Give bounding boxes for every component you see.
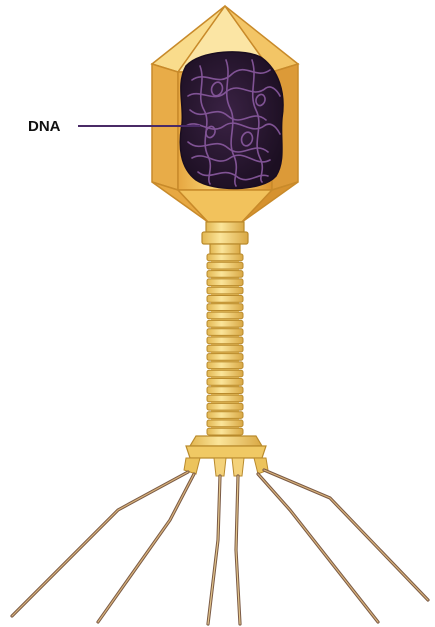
tail-ring bbox=[207, 387, 243, 394]
tail-ring bbox=[207, 345, 243, 352]
tail-pin bbox=[214, 458, 226, 476]
capsid-head bbox=[152, 6, 298, 222]
tail-ring bbox=[207, 412, 243, 419]
tail-ring bbox=[207, 420, 243, 427]
tail-ring bbox=[207, 262, 243, 269]
tail-ring bbox=[207, 362, 243, 369]
tail-collar bbox=[202, 222, 248, 254]
tail-ring bbox=[207, 370, 243, 377]
tail-ring bbox=[207, 304, 243, 311]
tail-fiber-right-inner bbox=[258, 474, 378, 622]
tail-ring bbox=[207, 337, 243, 344]
tail-fiber-center-right bbox=[236, 476, 240, 624]
tail-ring bbox=[207, 320, 243, 327]
tail-ring bbox=[207, 254, 243, 261]
tail-fiber-center-left bbox=[208, 476, 220, 624]
dna-label-text: DNA bbox=[28, 118, 61, 135]
tail-fibers bbox=[12, 470, 428, 624]
tail-ring bbox=[207, 296, 243, 303]
tail-ring bbox=[207, 428, 243, 435]
tail-fiber-left-outer bbox=[12, 472, 188, 616]
tail-pin bbox=[232, 458, 244, 476]
tail-ring bbox=[207, 354, 243, 361]
tail-ring bbox=[207, 279, 243, 286]
tail-ring bbox=[207, 403, 243, 410]
dna-coil bbox=[180, 52, 283, 189]
baseplate bbox=[184, 436, 268, 476]
tail-ring bbox=[207, 312, 243, 319]
tail-ring bbox=[207, 287, 243, 294]
tail-sheath bbox=[207, 254, 243, 436]
tail-ring bbox=[207, 329, 243, 336]
tail-ring bbox=[207, 395, 243, 402]
tail-ring bbox=[207, 271, 243, 278]
tail-ring bbox=[207, 379, 243, 386]
